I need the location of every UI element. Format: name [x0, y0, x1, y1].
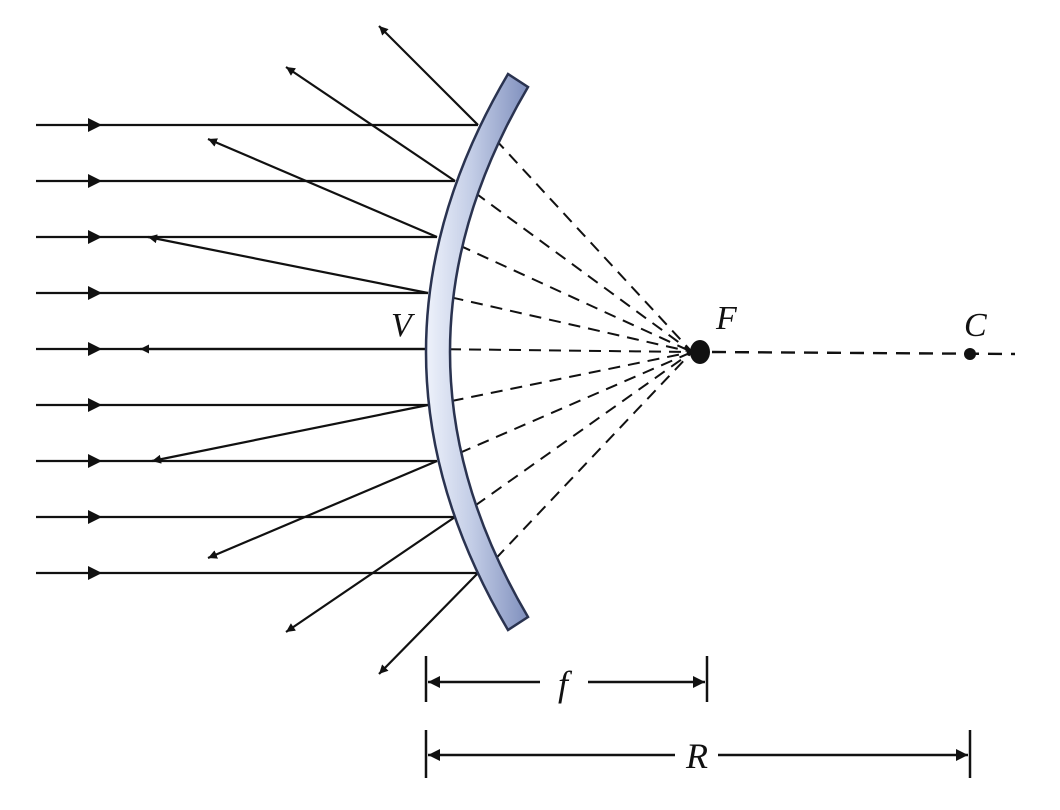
virtual-extension-rays: [428, 124, 693, 574]
incident-ray-arrow: [88, 174, 102, 188]
reflected-ray: [285, 516, 456, 633]
focal-point-label: F: [715, 300, 738, 337]
incident-ray-arrow: [88, 510, 102, 524]
vertex-label: V: [391, 307, 416, 344]
radius-label: R: [685, 736, 708, 776]
virtual-ray-extension: [440, 351, 693, 462]
incident-ray-arrow: [88, 118, 102, 132]
incident-ray-arrow: [88, 566, 102, 580]
convex-mirror: [424, 72, 530, 632]
center-point-dot: [964, 348, 976, 360]
incident-ray-arrow: [88, 454, 102, 468]
incident-rays: [36, 118, 478, 580]
incident-ray-arrow: [88, 398, 102, 412]
reflected-ray: [378, 572, 479, 675]
center-label: C: [964, 307, 987, 344]
virtual-ray-extension: [428, 348, 693, 353]
virtual-ray-extension: [481, 351, 693, 574]
focal-length-label: f: [558, 664, 573, 704]
focal-length-dimension: f: [424, 656, 709, 704]
incident-ray-arrow: [88, 230, 102, 244]
reflected-rays: [140, 25, 479, 675]
focal-point-dot: [690, 340, 710, 364]
reflected-ray: [207, 137, 438, 239]
incident-ray-arrow: [88, 286, 102, 300]
incident-ray-arrow: [88, 342, 102, 356]
reflected-ray: [207, 459, 438, 560]
reflected-ray: [151, 403, 429, 464]
virtual-ray-extension: [458, 180, 693, 353]
reflected-ray: [147, 234, 429, 295]
virtual-ray-extension: [431, 351, 693, 406]
radius-dimension: R: [424, 730, 972, 778]
virtual-ray-extension: [431, 292, 693, 353]
optical-axis: [711, 350, 1016, 356]
virtual-ray-extension: [481, 124, 693, 353]
reflected-ray: [285, 66, 456, 182]
reflected-ray: [378, 25, 479, 126]
virtual-ray-extension: [440, 236, 693, 353]
virtual-ray-extension: [458, 351, 693, 518]
